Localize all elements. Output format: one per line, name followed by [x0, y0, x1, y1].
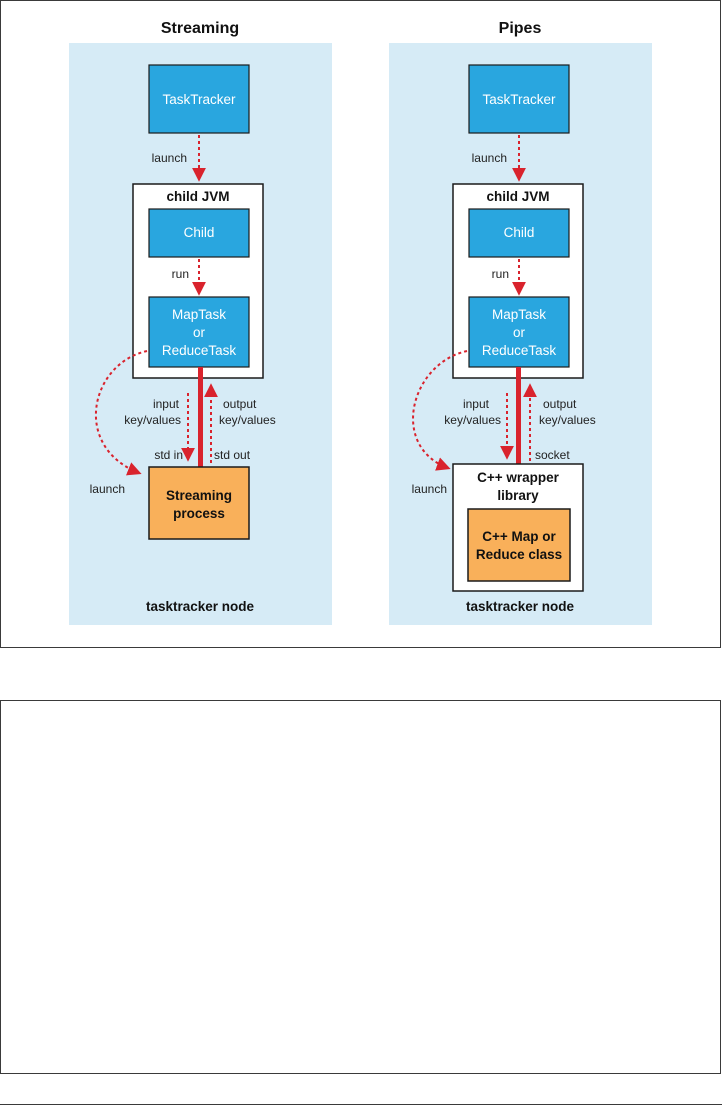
pipes-maptask-box: [468, 296, 570, 368]
pipes-node-label: tasktracker node: [466, 599, 575, 614]
pipes-child-jvm-label: child JVM: [486, 189, 549, 204]
streaming-child-label: Child: [184, 225, 215, 240]
figure-frame: Streaming TaskTracker launch child JVM C…: [0, 0, 721, 648]
streaming-tasktracker-label: TaskTracker: [162, 92, 236, 107]
pipes-maptask-line2: or: [513, 325, 526, 340]
streaming-maptask-line3: ReduceTask: [162, 343, 237, 358]
pipes-launch-curve: [412, 350, 468, 471]
pipes-launch-top-label: launch: [472, 151, 507, 165]
bottom-rule: [0, 1104, 722, 1105]
streaming-launch-curve: [95, 350, 148, 476]
empty-frame: [0, 700, 721, 1074]
streaming-child-box: [148, 208, 250, 258]
pipes-pipe-line: [516, 367, 521, 465]
pipes-tasktracker-label: TaskTracker: [482, 92, 556, 107]
streaming-launch-left-label: launch: [90, 482, 125, 496]
pipes-maptask-line1: MapTask: [492, 307, 546, 322]
pipes-diagram: Pipes TaskTracker launch child JVM Child…: [389, 20, 652, 625]
pipes-output-line2: key/values: [539, 413, 596, 427]
pipes-child-label: Child: [504, 225, 535, 240]
streaming-input-line2: key/values: [124, 413, 181, 427]
streaming-process-line1: Streaming: [166, 488, 232, 503]
pipes-class-line2: Reduce class: [476, 547, 562, 562]
streaming-tasktracker-box: [148, 64, 250, 134]
streaming-output-line2: key/values: [219, 413, 276, 427]
pipes-class-box: [467, 508, 571, 582]
pipes-maptask-line3: ReduceTask: [482, 343, 557, 358]
streaming-maptask-line2: or: [193, 325, 206, 340]
pipes-launch-left-label: launch: [412, 482, 447, 496]
pipes-class-line1: C++ Map or: [482, 529, 556, 544]
pipes-title: Pipes: [499, 20, 542, 37]
pipes-input-line2: key/values: [444, 413, 501, 427]
pipes-child-box: [468, 208, 570, 258]
streaming-title: Streaming: [161, 20, 239, 37]
streaming-launch-top-label: launch: [152, 151, 187, 165]
streaming-pipes-diagram: Streaming TaskTracker launch child JVM C…: [69, 20, 652, 625]
streaming-input-line1: input: [153, 397, 180, 411]
streaming-stdout-label: std out: [214, 448, 251, 462]
streaming-child-jvm-label: child JVM: [166, 189, 229, 204]
streaming-pipe-line: [198, 367, 203, 467]
pipes-wrapper-line1: C++ wrapper: [477, 470, 560, 485]
pipes-run-label: run: [492, 267, 509, 281]
streaming-node-label: tasktracker node: [146, 599, 255, 614]
pipes-output-line1: output: [543, 397, 577, 411]
streaming-maptask-box: [148, 296, 250, 368]
streaming-process-line2: process: [173, 506, 225, 521]
streaming-maptask-line1: MapTask: [172, 307, 226, 322]
pipes-input-line1: input: [463, 397, 490, 411]
pipes-tasktracker-box: [468, 64, 570, 134]
streaming-process-box: [148, 466, 250, 540]
streaming-output-line1: output: [223, 397, 257, 411]
streaming-diagram: Streaming TaskTracker launch child JVM C…: [69, 20, 332, 625]
streaming-stdin-label: std in: [154, 448, 183, 462]
pipes-socket-label: socket: [535, 448, 570, 462]
streaming-run-label: run: [172, 267, 189, 281]
pipes-wrapper-line2: library: [497, 488, 539, 503]
